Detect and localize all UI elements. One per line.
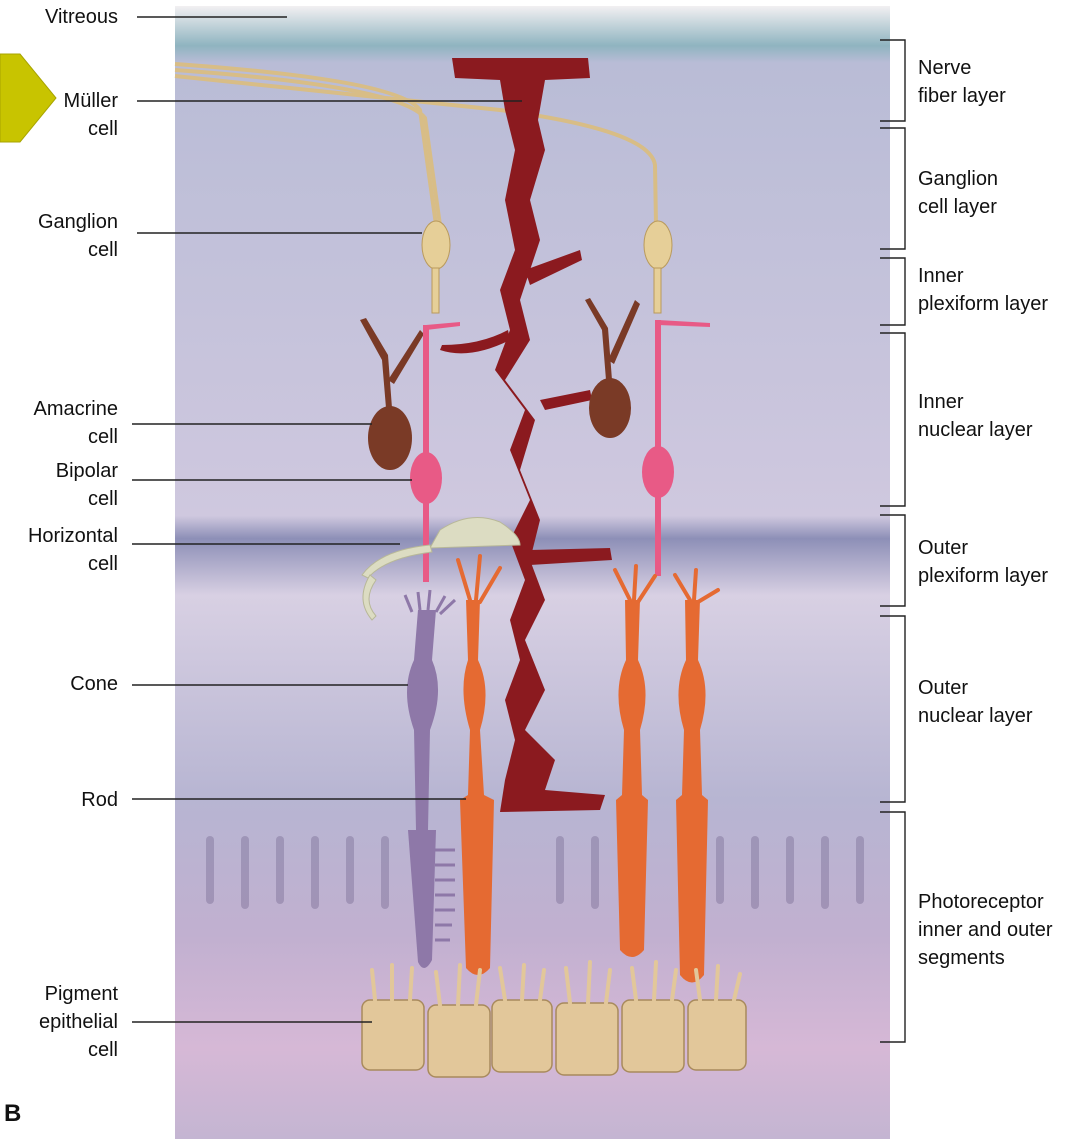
figure-label: B — [4, 1100, 21, 1128]
label-vitreous: Vitreous — [0, 3, 118, 31]
label-inner-plexiform-layer: Inner plexiform layer — [918, 262, 1083, 318]
label-outer-plexiform-layer: Outer plexiform layer — [918, 534, 1083, 590]
label-cone: Cone — [0, 670, 118, 698]
label-rod: Rod — [0, 786, 118, 814]
label-amacrine-cell: Amacrine cell — [0, 395, 118, 451]
label-photoreceptor-segments: Photoreceptor inner and outer segments — [918, 888, 1083, 972]
label-outer-nuclear-layer: Outer nuclear layer — [918, 674, 1083, 730]
label-ganglion-cell-layer: Ganglion cell layer — [918, 165, 1083, 221]
label-bipolar-cell: Bipolar cell — [0, 457, 118, 513]
label-inner-nuclear-layer: Inner nuclear layer — [918, 388, 1083, 444]
label-ganglion-cell: Ganglion cell — [0, 208, 118, 264]
label-nerve-fiber-layer: Nerve fiber layer — [918, 54, 1083, 110]
label-pigment-epithelial-cell: Pigment epithelial cell — [0, 980, 118, 1064]
label-muller-cell: Müller cell — [0, 87, 118, 143]
label-horizontal-cell: Horizontal cell — [0, 522, 118, 578]
